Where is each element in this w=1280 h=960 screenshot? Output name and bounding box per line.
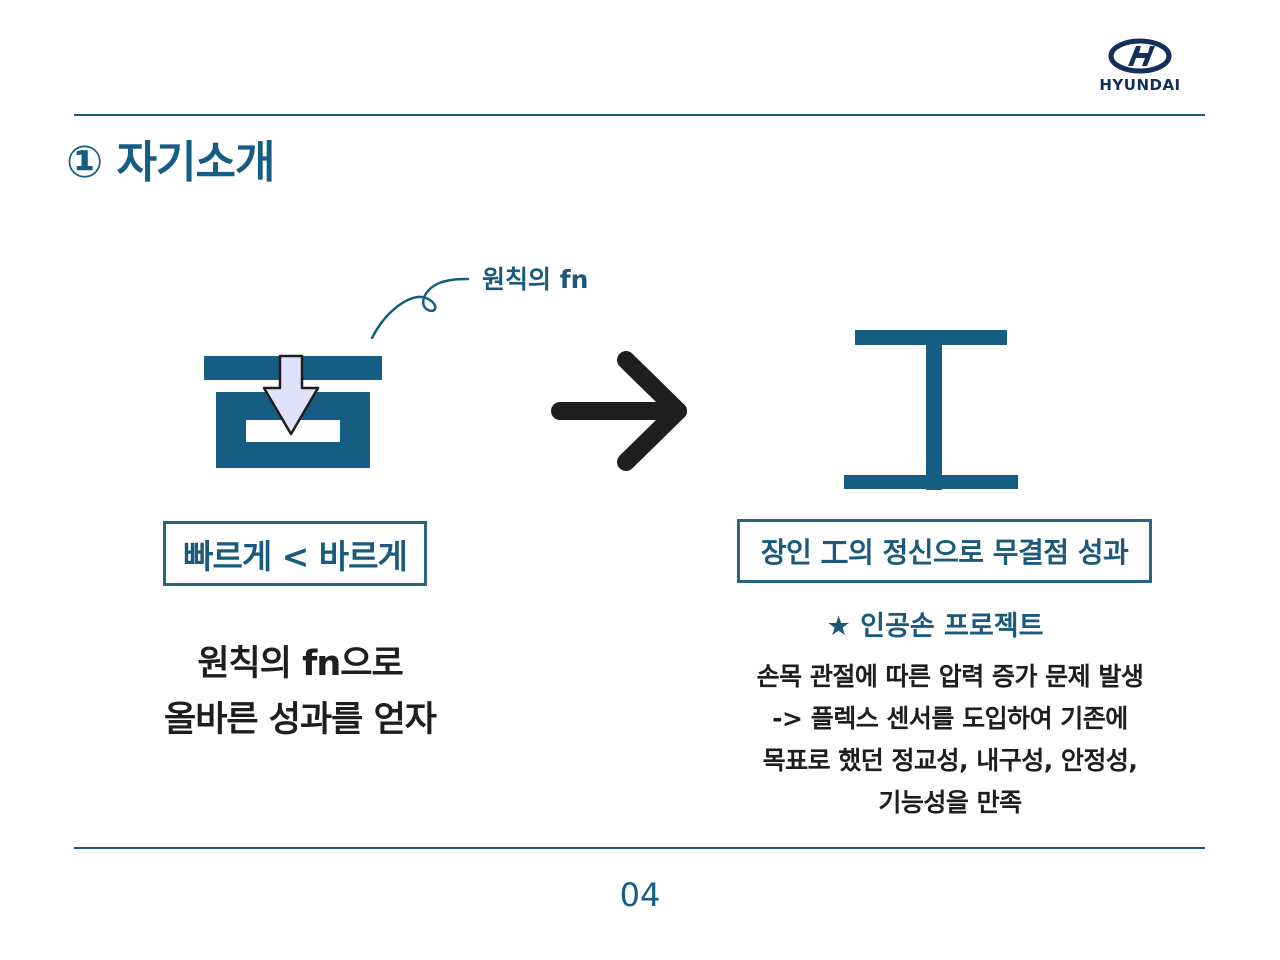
left-caption-line-2: 올바른 성과를 얻자 [164,700,437,740]
page-number: 04 [619,876,661,914]
project-title: ★ 인공손 프로젝트 [826,611,1044,642]
project-description: 손목 관절에 따른 압력 증가 문제 발생 -> 플렉스 센서를 도입하여 기존… [720,656,1180,824]
craftsman-glyph-icon [844,330,1018,490]
project-line-1: 손목 관절에 따른 압력 증가 문제 발생 [756,662,1144,691]
down-arrow-icon [262,354,320,436]
left-caption: 원칙의 fn으로 올바른 성과를 얻자 [120,636,480,748]
hyundai-emblem-icon [1108,38,1172,74]
project-line-2: -> 플렉스 센서를 도입하여 기존에 [772,704,1128,733]
bottom-divider [74,847,1205,849]
brand-wordmark: HYUNDAI [1099,76,1181,94]
hyundai-logo: HYUNDAI [1090,36,1190,98]
annotation-label: 원칙의 fn [482,265,589,294]
project-line-3: 목표로 했던 정교성, 내구성, 안정성, [762,746,1138,775]
project-line-4: 기능성을 만족 [878,788,1022,817]
left-caption-line-1: 원칙의 fn으로 [197,644,403,684]
right-motto-box: 장인 工의 정신으로 무결점 성과 [737,519,1152,583]
left-motto-box: 빠르게 < 바르게 [163,521,427,586]
page-title: ① 자기소개 [66,137,275,188]
right-arrow-icon [551,351,687,471]
top-divider [74,114,1205,116]
annotation-curve [370,277,470,340]
